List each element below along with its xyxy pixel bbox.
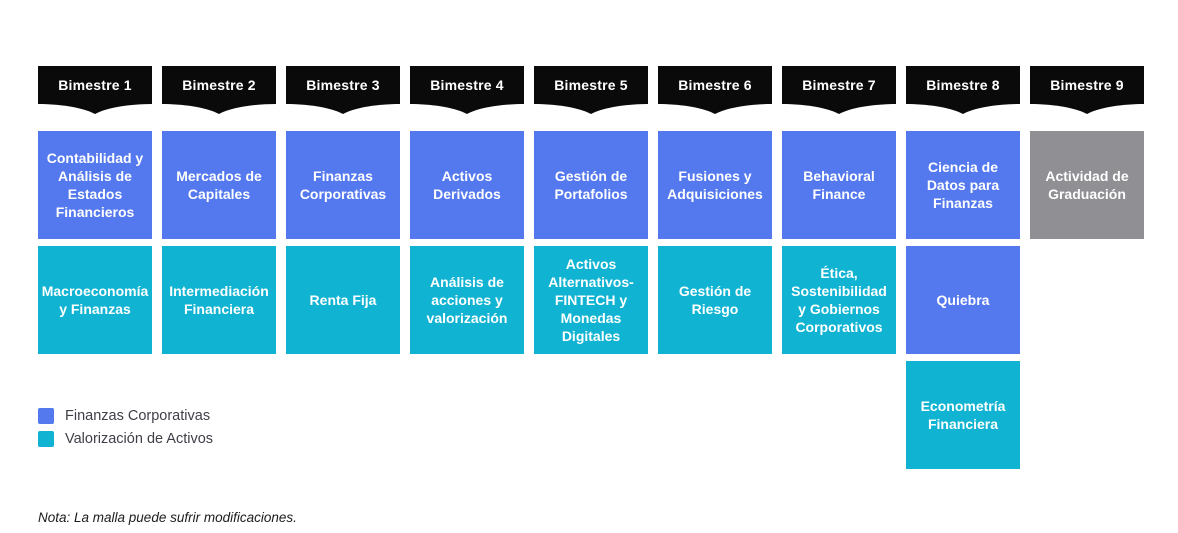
course-label: Análisis de acciones y valorización: [426, 273, 508, 327]
footnote: Nota: La malla puede sufrir modificacion…: [38, 510, 297, 525]
legend-item-valorizacion-de-activos: Valorización de Activos: [38, 431, 213, 447]
course-card: Quiebra: [906, 246, 1020, 354]
bimestre-label: Bimestre 9: [1050, 77, 1124, 93]
course-label: Econometría Financiera: [920, 397, 1006, 432]
course-card: Gestión de Riesgo: [658, 246, 772, 354]
course-card: Contabilidad y Análisis de Estados Finan…: [38, 131, 152, 239]
course-label: Behavioral Finance: [803, 167, 875, 202]
bimestre-label: Bimestre 1: [58, 77, 132, 93]
banner-ribbon-shape: [162, 66, 276, 114]
bimestre-9-header: Bimestre 9: [1030, 66, 1144, 114]
bimestre-label: Bimestre 2: [182, 77, 256, 93]
course-label: Renta Fija: [309, 291, 377, 308]
bimestre-7-header: Bimestre 7: [782, 66, 896, 114]
bimestre-label: Bimestre 3: [306, 77, 380, 93]
column-bimestre-4: Bimestre 4 Activos Derivados Análisis de…: [410, 66, 524, 469]
column-bimestre-3: Bimestre 3 Finanzas Corporativas Renta F…: [286, 66, 400, 469]
course-label: Mercados de Capitales: [176, 167, 262, 202]
course-label: Ética, Sostenibilidad y Gobiernos Corpor…: [791, 264, 887, 336]
banner-ribbon-shape: [1030, 66, 1144, 114]
course-label: Finanzas Corporativas: [299, 167, 387, 202]
bimestre-1-header: Bimestre 1: [38, 66, 152, 114]
course-label: Gestión de Portafolios: [554, 167, 628, 202]
bimestre-3-header: Bimestre 3: [286, 66, 400, 114]
course-card: Econometría Financiera: [906, 361, 1020, 469]
column-bimestre-8: Bimestre 8 Ciencia de Datos para Finanza…: [906, 66, 1020, 469]
course-label: Fusiones y Adquisiciones: [667, 167, 763, 202]
legend-item-finanzas-corporativas: Finanzas Corporativas: [38, 408, 213, 424]
bimestre-4-header: Bimestre 4: [410, 66, 524, 114]
banner-ribbon-shape: [906, 66, 1020, 114]
course-card: Gestión de Portafolios: [534, 131, 648, 239]
bimestre-label: Bimestre 7: [802, 77, 876, 93]
course-label: Quiebra: [936, 291, 990, 308]
bimestre-label: Bimestre 6: [678, 77, 752, 93]
column-bimestre-9: Bimestre 9 Actividad de Graduación: [1030, 66, 1144, 469]
legend-label: Finanzas Corporativas: [65, 408, 211, 424]
bimestre-2-header: Bimestre 2: [162, 66, 276, 114]
banner-ribbon-shape: [782, 66, 896, 114]
course-label: Macroeconomía y Finanzas: [41, 282, 149, 317]
course-label: Activos Derivados: [433, 167, 501, 202]
course-card: Actividad de Graduación: [1030, 131, 1144, 239]
course-card: Macroeconomía y Finanzas: [38, 246, 152, 354]
bimestre-label: Bimestre 4: [430, 77, 504, 93]
course-card: Fusiones y Adquisiciones: [658, 131, 772, 239]
course-card: Ética, Sostenibilidad y Gobiernos Corpor…: [782, 246, 896, 354]
course-label: Activos Alternativos- FINTECH y Monedas …: [548, 255, 634, 345]
course-card: Ciencia de Datos para Finanzas: [906, 131, 1020, 239]
course-label: Intermediación Financiera: [169, 282, 269, 317]
course-card: Finanzas Corporativas: [286, 131, 400, 239]
bimestre-5-header: Bimestre 5: [534, 66, 648, 114]
course-card: Behavioral Finance: [782, 131, 896, 239]
banner-ribbon-shape: [286, 66, 400, 114]
course-card: Renta Fija: [286, 246, 400, 354]
finanzas-corporativas-swatch: [38, 408, 54, 424]
course-card: Activos Alternativos- FINTECH y Monedas …: [534, 246, 648, 354]
valorizacion-de-activos-swatch: [38, 431, 54, 447]
bimestre-8-header: Bimestre 8: [906, 66, 1020, 114]
banner-ribbon-shape: [38, 66, 152, 114]
course-card: Mercados de Capitales: [162, 131, 276, 239]
column-bimestre-5: Bimestre 5 Gestión de Portafolios Activo…: [534, 66, 648, 469]
legend-label: Valorización de Activos: [65, 431, 214, 447]
legend: Finanzas Corporativas Valorización de Ac…: [38, 408, 213, 447]
column-bimestre-7: Bimestre 7 Behavioral Finance Ética, Sos…: [782, 66, 896, 469]
banner-ribbon-shape: [410, 66, 524, 114]
column-bimestre-6: Bimestre 6 Fusiones y Adquisiciones Gest…: [658, 66, 772, 469]
banner-ribbon-shape: [658, 66, 772, 114]
bimestre-label: Bimestre 5: [554, 77, 628, 93]
course-label: Ciencia de Datos para Finanzas: [926, 158, 1000, 212]
course-card: Activos Derivados: [410, 131, 524, 239]
course-label: Actividad de Graduación: [1045, 167, 1129, 202]
banner-ribbon-shape: [534, 66, 648, 114]
column-bimestre-2: Bimestre 2 Mercados de Capitales Interme…: [162, 66, 276, 469]
bimestre-6-header: Bimestre 6: [658, 66, 772, 114]
bimestre-columns: Bimestre 1 Contabilidad y Análisis de Es…: [38, 66, 1144, 469]
column-bimestre-1: Bimestre 1 Contabilidad y Análisis de Es…: [38, 66, 152, 469]
course-card: Intermediación Financiera: [162, 246, 276, 354]
course-label: Gestión de Riesgo: [678, 282, 752, 317]
bimestre-label: Bimestre 8: [926, 77, 1000, 93]
course-label: Contabilidad y Análisis de Estados Finan…: [46, 149, 144, 221]
course-card: Análisis de acciones y valorización: [410, 246, 524, 354]
